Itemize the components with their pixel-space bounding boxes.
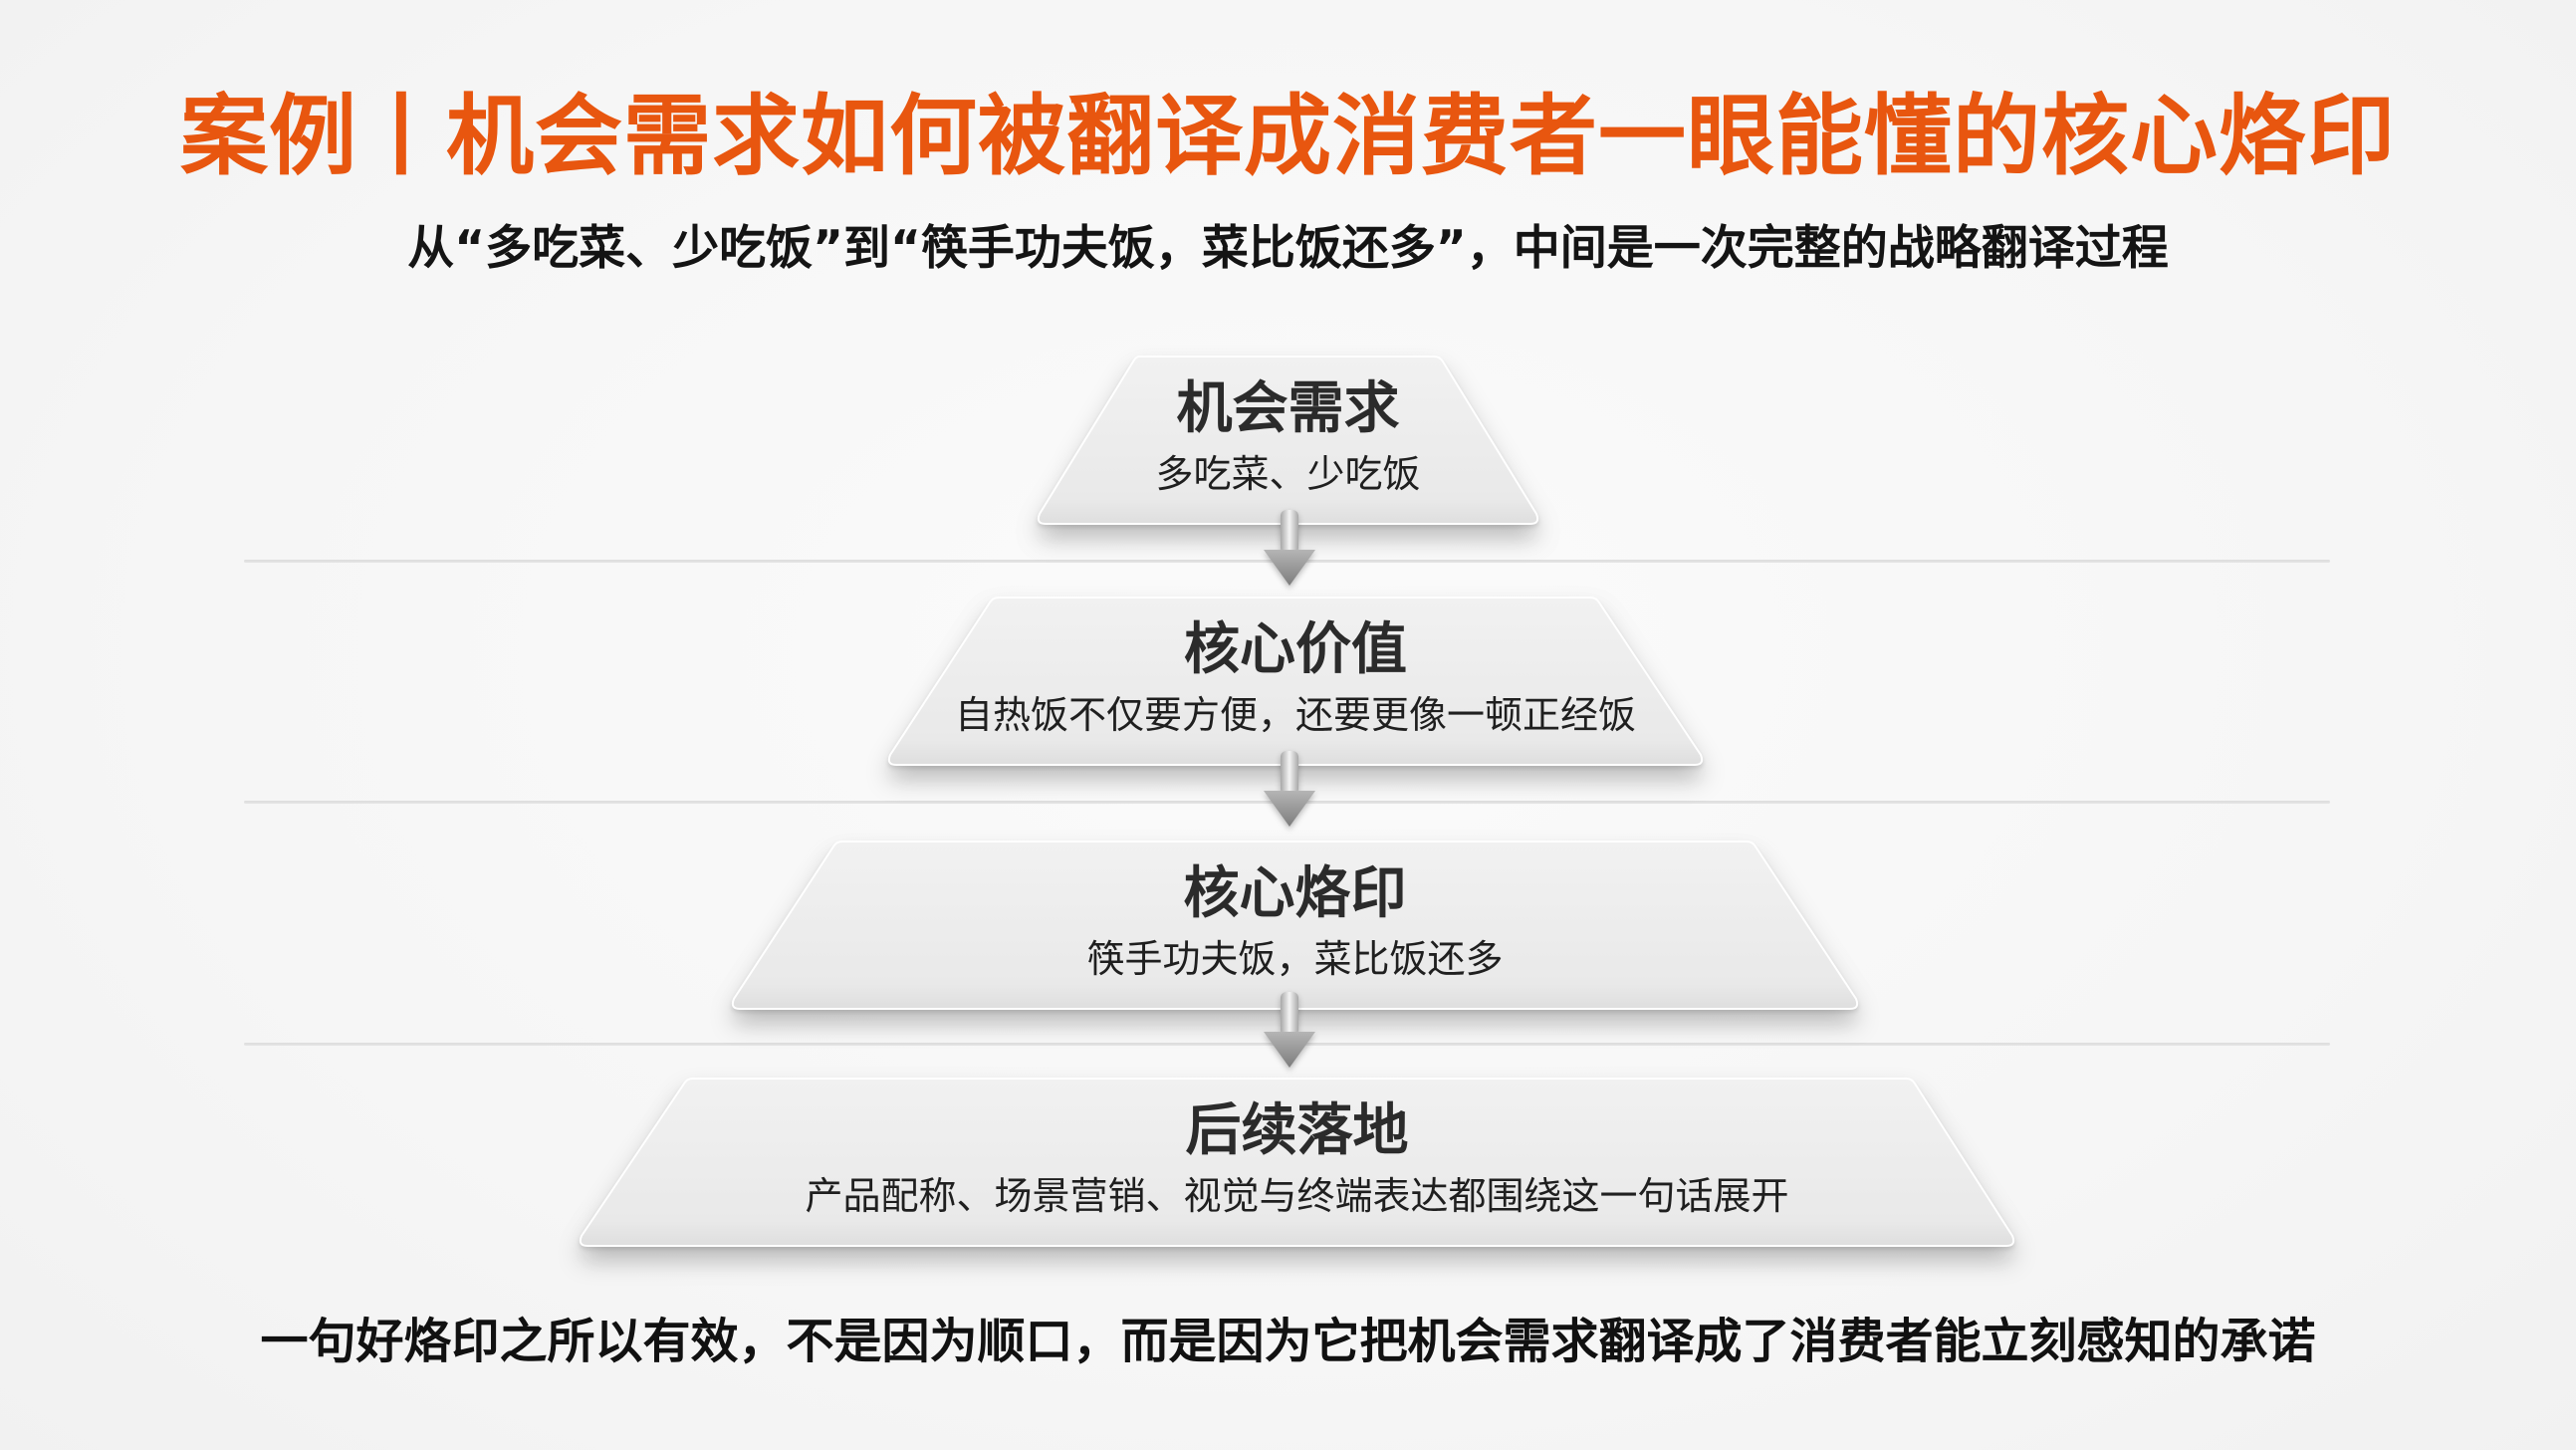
- trapezoid-shape: [731, 841, 1859, 1010]
- layer-heading: 核心烙印: [1183, 861, 1407, 926]
- layer-heading: 后续落地: [1185, 1098, 1409, 1163]
- layer-description: 产品配称、场景营销、视觉与终端表达都围绕这一句话展开: [805, 1174, 1789, 1218]
- pyramid-layer-opportunity-demand: 机会需求 多吃菜、少吃饭: [1036, 356, 1540, 526]
- page-subtitle: 从“多吃菜、少吃饭”到“筷手功夫饭，菜比饭还多”，中间是一次完整的战略翻译过程: [407, 221, 2169, 276]
- layer-description: 自热饭不仅要方便，还要更像一顿正经饭: [954, 693, 1636, 737]
- pyramid-layer-core-imprint: 核心烙印 筷手功夫饭，菜比饭还多: [730, 841, 1860, 1011]
- pyramid-layer-core-value: 核心价值 自热饭不仅要方便，还要更像一顿正经饭: [886, 597, 1705, 767]
- layer-heading: 核心价值: [1184, 617, 1407, 682]
- pyramid-layer-execution: 后续落地 产品配称、场景营销、视觉与终端表达都围绕这一句话展开: [578, 1078, 2016, 1248]
- arrow-down-icon: [1264, 992, 1315, 1068]
- arrow-down-icon: [1264, 510, 1315, 586]
- trapezoid-shape: [887, 597, 1704, 766]
- layer-heading: 机会需求: [1176, 376, 1400, 441]
- bottom-caption: 一句好烙印之所以有效，不是因为顺口，而是因为它把机会需求翻译成了消费者能立刻感知…: [260, 1314, 2316, 1369]
- trapezoid-shape: [1037, 356, 1539, 525]
- trapezoid-shape: [579, 1078, 2015, 1247]
- layer-description: 多吃菜、少吃饭: [1155, 452, 1421, 496]
- arrow-down-icon: [1264, 751, 1315, 827]
- page-title: 案例丨机会需求如何被翻译成消费者一眼能懂的核心烙印: [179, 85, 2396, 187]
- layer-description: 筷手功夫饭，菜比饭还多: [1086, 937, 1504, 981]
